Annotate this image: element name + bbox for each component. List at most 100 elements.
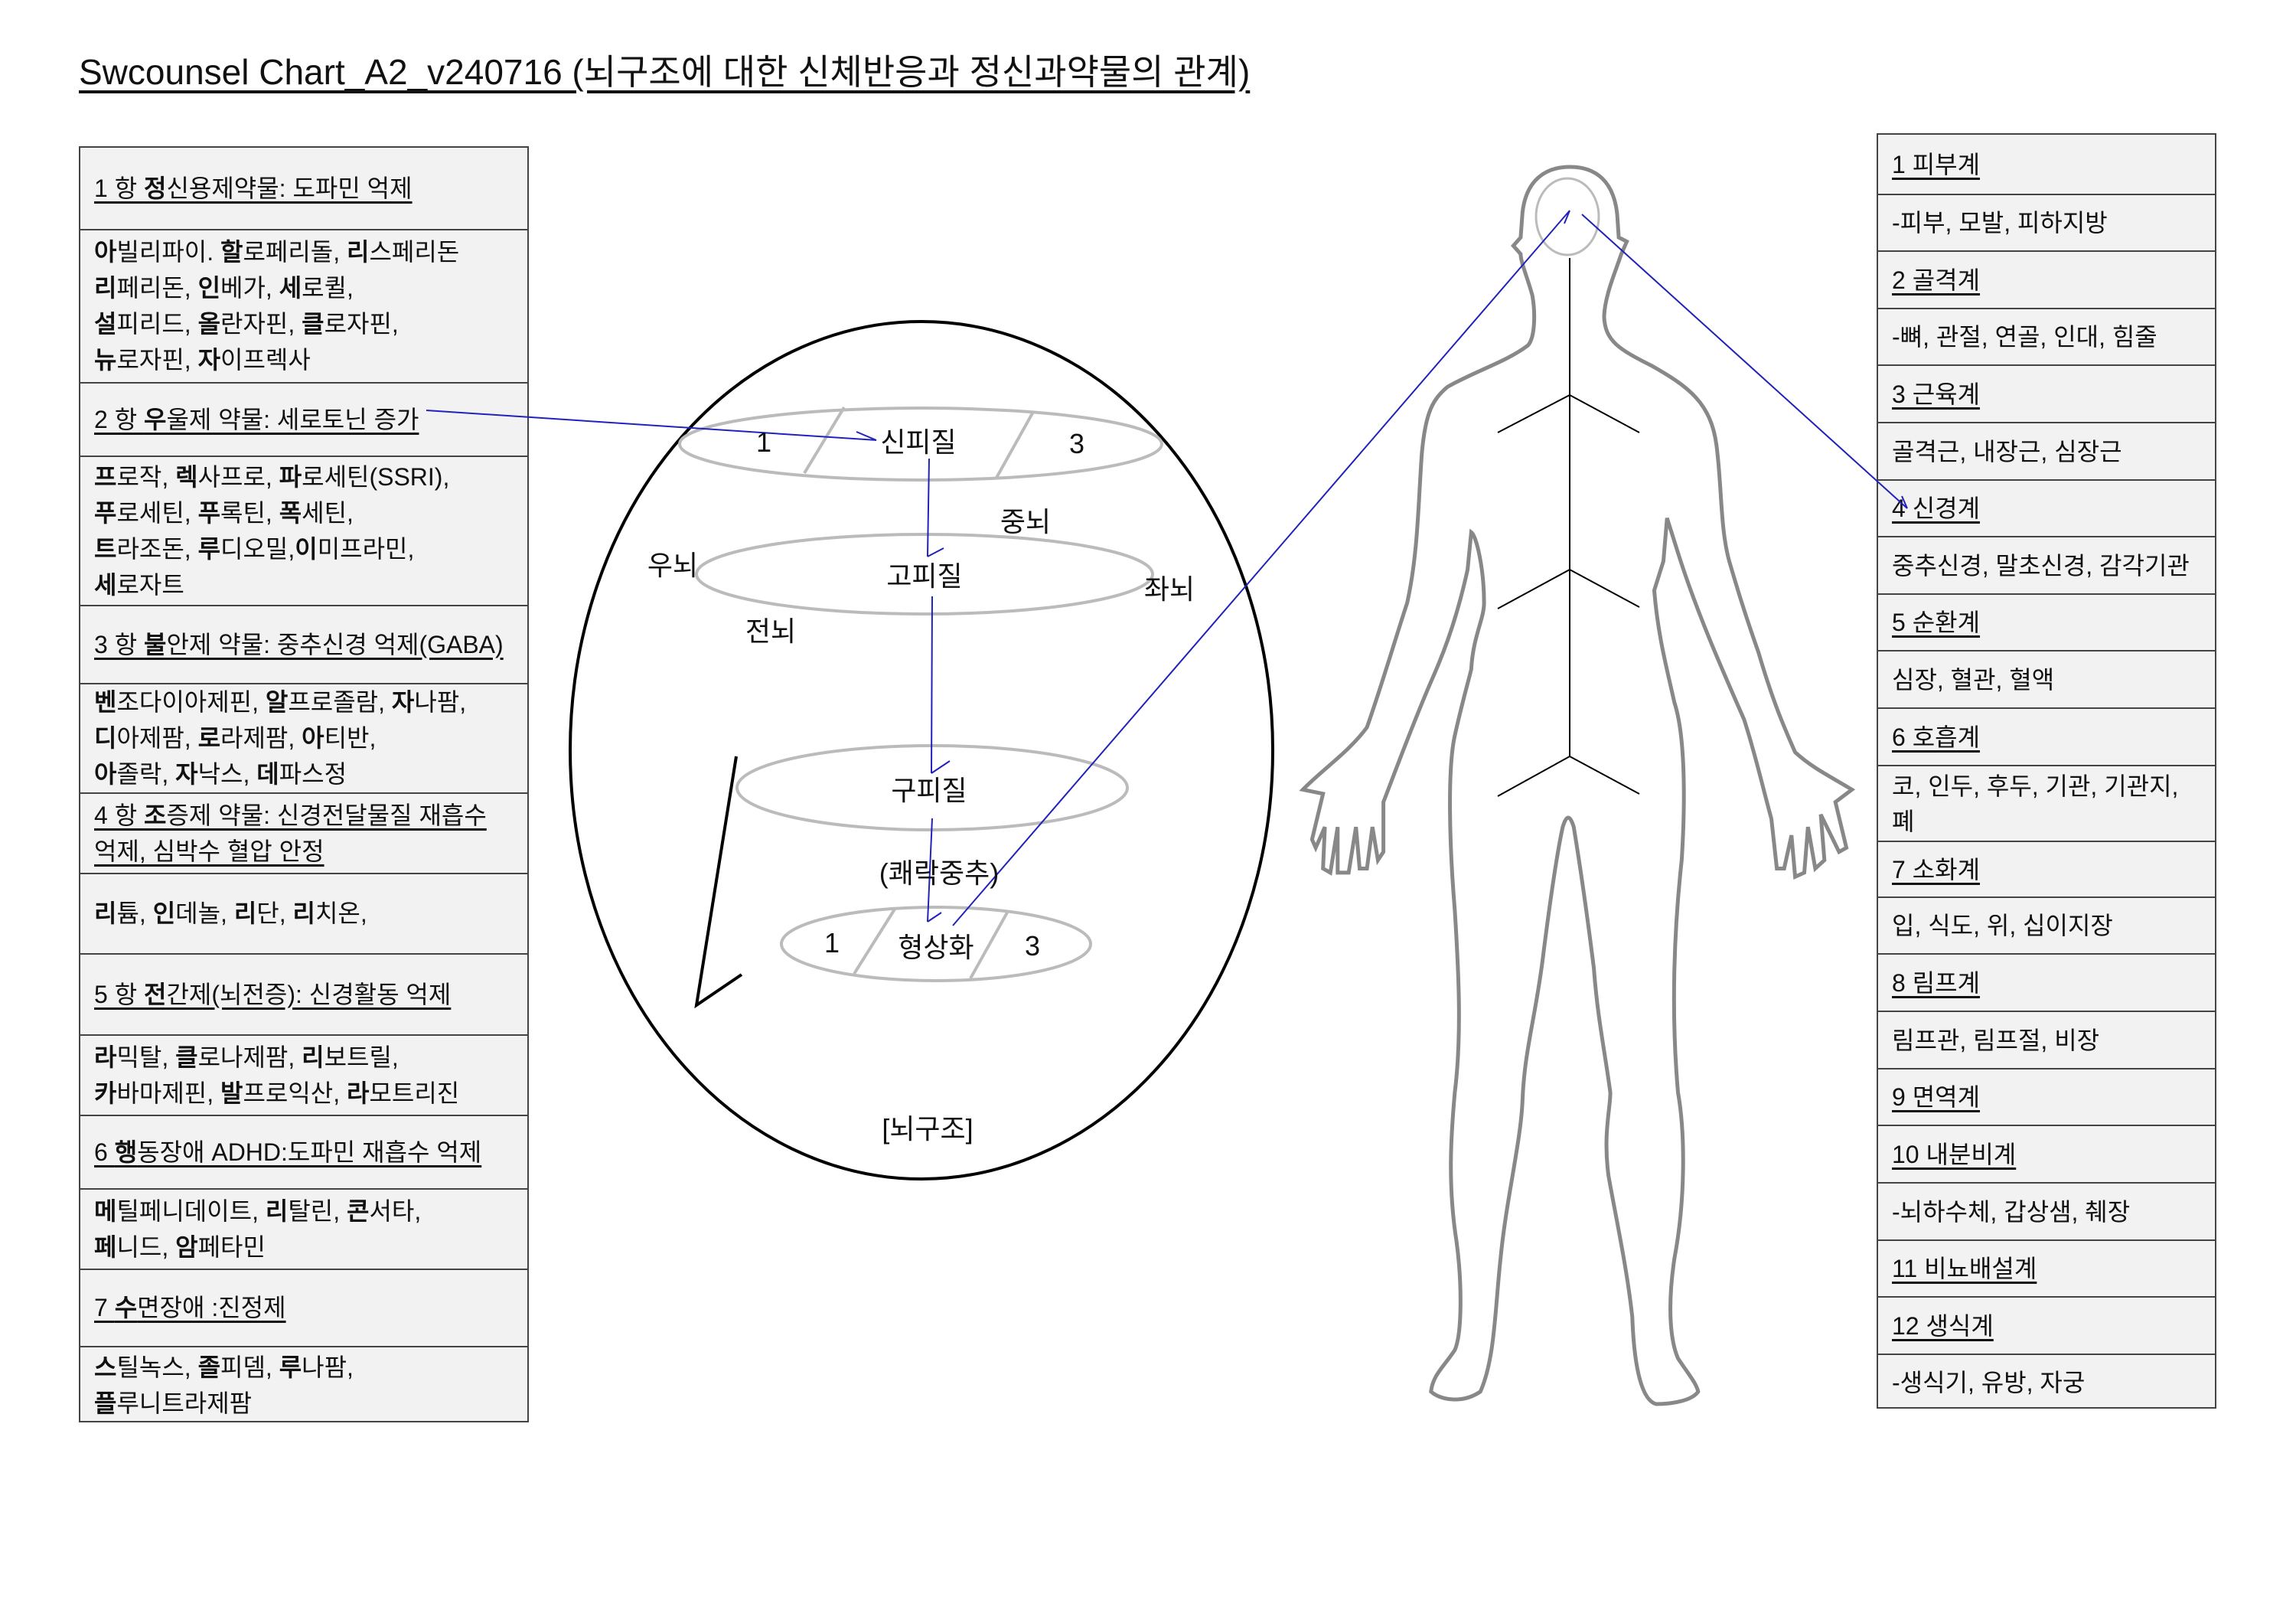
category-number: 3 항 (94, 630, 145, 658)
system-organs: 코, 인두, 후두, 기관, 기관지, 폐 (1892, 772, 2179, 835)
system-name: 9 면역계 (1892, 1083, 1981, 1111)
system-name: 6 호흡계 (1892, 723, 1981, 751)
body-system-header: 10 내분비계 (1878, 1125, 2215, 1182)
brain-structure-caption: [뇌구조] (882, 1113, 974, 1145)
category-title: 신용제약물: 도파민 억제 (166, 174, 413, 202)
body-system-detail: 입, 식도, 위, 십이지장 (1878, 896, 2215, 953)
drug-category-header: 5 항 전간제(뇌전증): 신경활동 억제 (80, 953, 527, 1034)
category-number: 4 항 (94, 801, 145, 829)
imaging-divider (969, 912, 1009, 979)
body-system-header: 7 소화계 (1878, 841, 2215, 896)
category-title: 안제 약물: 중추신경 억제(GABA) (166, 630, 504, 658)
neocortex-right-number: 3 (1068, 428, 1085, 459)
drug-category-header: 1 항 정신용제약물: 도파민 억제 (80, 148, 527, 229)
paleocortex-ring (695, 533, 1154, 616)
imaging-right-number: 3 (1024, 930, 1041, 962)
drug-list-line: 뉴로자핀, 자이프렉사 (94, 346, 311, 374)
drug-category-header: 2 항 우울제 약물: 세로토닌 증가 (80, 382, 527, 456)
body-outline (1303, 167, 1851, 1404)
system-organs: -뼈, 관절, 연골, 인대, 힘줄 (1892, 323, 2157, 351)
body-system-detail: -뇌하수체, 갑상샘, 췌장 (1878, 1182, 2215, 1239)
category-initial: 수 (114, 1294, 138, 1321)
nerve-branch (1497, 755, 1640, 797)
body-system-header: 9 면역계 (1878, 1068, 2215, 1125)
drug-list-line: 라믹탈, 클로나제팜, 리보트릴, (94, 1043, 399, 1071)
system-name: 12 생식계 (1892, 1311, 1994, 1340)
category-number: 6 (94, 1138, 115, 1166)
drug-list-line: 프로작, 렉사프로, 파로세틴(SSRI), (94, 462, 450, 491)
category-number: 2 항 (94, 405, 145, 433)
category-title: 동장애 ADHD:도파민 재흡수 억제 (137, 1138, 482, 1166)
system-organs: 심장, 혈관, 혈액 (1892, 665, 2055, 694)
body-system-detail: 림프관, 림프절, 비장 (1878, 1011, 2215, 1068)
system-organs: 입, 식도, 위, 십이지장 (1892, 912, 2113, 939)
drug-list-line: 페니드, 암페타민 (94, 1233, 266, 1261)
connector-imaging-to-head (952, 210, 1570, 926)
body-system-detail: 골격근, 내장근, 심장근 (1878, 422, 2215, 479)
body-system-header: 8 림프계 (1878, 953, 2215, 1011)
connector-head-to-nervous-system (1581, 214, 1908, 509)
drug-category-header: 3 항 불안제 약물: 중추신경 억제(GABA) (80, 605, 527, 683)
system-name: 7 소화계 (1892, 855, 1981, 883)
connector-antidepressant-to-neocortex (426, 410, 877, 441)
drug-list-line: 아빌리파이. 할로페리돌, 리스페리돈 (94, 238, 460, 266)
system-organs: 중추신경, 말초신경, 감각기관 (1892, 551, 2190, 580)
neocortex-left-number: 1 (755, 426, 772, 458)
category-initial: 불 (144, 630, 167, 658)
imaging-ring (780, 906, 1092, 982)
body-system-header: 6 호흡계 (1878, 707, 2215, 765)
body-system-header: 5 순환계 (1878, 593, 2215, 650)
drug-list-line: 카바마제핀, 발프로익산, 라모트리진 (94, 1079, 460, 1107)
category-initial: 전 (144, 980, 167, 1008)
drug-list-line: 푸로세틴, 푸록틴, 폭세틴, (94, 498, 354, 527)
drug-list-cell: 라믹탈, 클로나제팜, 리보트릴, 카바마제핀, 발프로익산, 라모트리진 (80, 1034, 527, 1115)
arrowhead (1901, 495, 1908, 509)
left-brain-label: 좌뇌 (1143, 573, 1195, 605)
system-name: 1 피부계 (1892, 150, 1981, 178)
neocortex-divider (995, 411, 1035, 478)
nerve-branch (1497, 394, 1640, 433)
system-organs: 골격근, 내장근, 심장근 (1892, 437, 2122, 465)
imaging-label: 형상화 (898, 932, 974, 963)
system-organs: -피부, 모발, 피하지방 (1892, 209, 2108, 237)
archicortex-label: 구피질 (891, 775, 967, 806)
head-brain-ring (1534, 177, 1600, 256)
arrowhead (1564, 210, 1570, 224)
arrowhead (931, 760, 951, 774)
system-name: 3 근육계 (1892, 380, 1981, 408)
system-name: 8 림프계 (1892, 968, 1981, 997)
drug-list-line: 아졸락, 자낙스, 데파스정 (94, 760, 347, 788)
drug-category-header: 7 수면장애 :진정제 (80, 1269, 527, 1346)
body-system-detail: 코, 인두, 후두, 기관, 기관지, 폐 (1878, 765, 2215, 841)
neocortex-divider (803, 406, 846, 475)
arrowhead (927, 912, 942, 923)
system-name: 2 골격계 (1892, 266, 1981, 294)
paleocortex-label: 고피질 (886, 560, 963, 592)
brain-outline (569, 320, 1274, 1181)
body-system-detail: -피부, 모발, 피하지방 (1878, 194, 2215, 250)
drug-list-line: 벤조다이아제핀, 알프로졸람, 자나팜, (94, 688, 467, 716)
body-system-detail: 중추신경, 말초신경, 감각기관 (1878, 536, 2215, 593)
drug-list-cell: 벤조다이아제핀, 알프로졸람, 자나팜, 디아제팜, 로라제팜, 아티반, 아졸락,… (80, 683, 527, 792)
human-body-figure (1303, 167, 1851, 1404)
imaging-divider (853, 906, 897, 975)
category-initial: 우 (144, 405, 167, 433)
drug-list-cell: 프로작, 렉사프로, 파로세틴(SSRI),푸로세틴, 푸록틴, 폭세틴,트라조… (80, 456, 527, 605)
drug-category-header: 6 행동장애 ADHD:도파민 재흡수 억제 (80, 1115, 527, 1188)
arrowhead (927, 547, 944, 557)
drug-list-line: 리튬, 인데놀, 리단, 리치온, (94, 900, 367, 927)
drug-list-line: 디아제팜, 로라제팜, 아티반, (94, 724, 377, 752)
body-system-header: 11 비뇨배설계 (1878, 1239, 2215, 1296)
drug-list-line: 리페리돈, 인베가, 세로퀼, (94, 274, 354, 302)
neocortex-label: 신피질 (880, 426, 957, 458)
neocortex-ring (678, 407, 1163, 482)
body-system-detail: -생식기, 유방, 자궁 (1878, 1354, 2215, 1410)
system-name: 10 내분비계 (1892, 1140, 2017, 1168)
nerve-branch (1497, 568, 1640, 609)
system-name: 11 비뇨배설계 (1892, 1255, 2037, 1282)
system-organs: -생식기, 유방, 자궁 (1892, 1369, 2086, 1396)
